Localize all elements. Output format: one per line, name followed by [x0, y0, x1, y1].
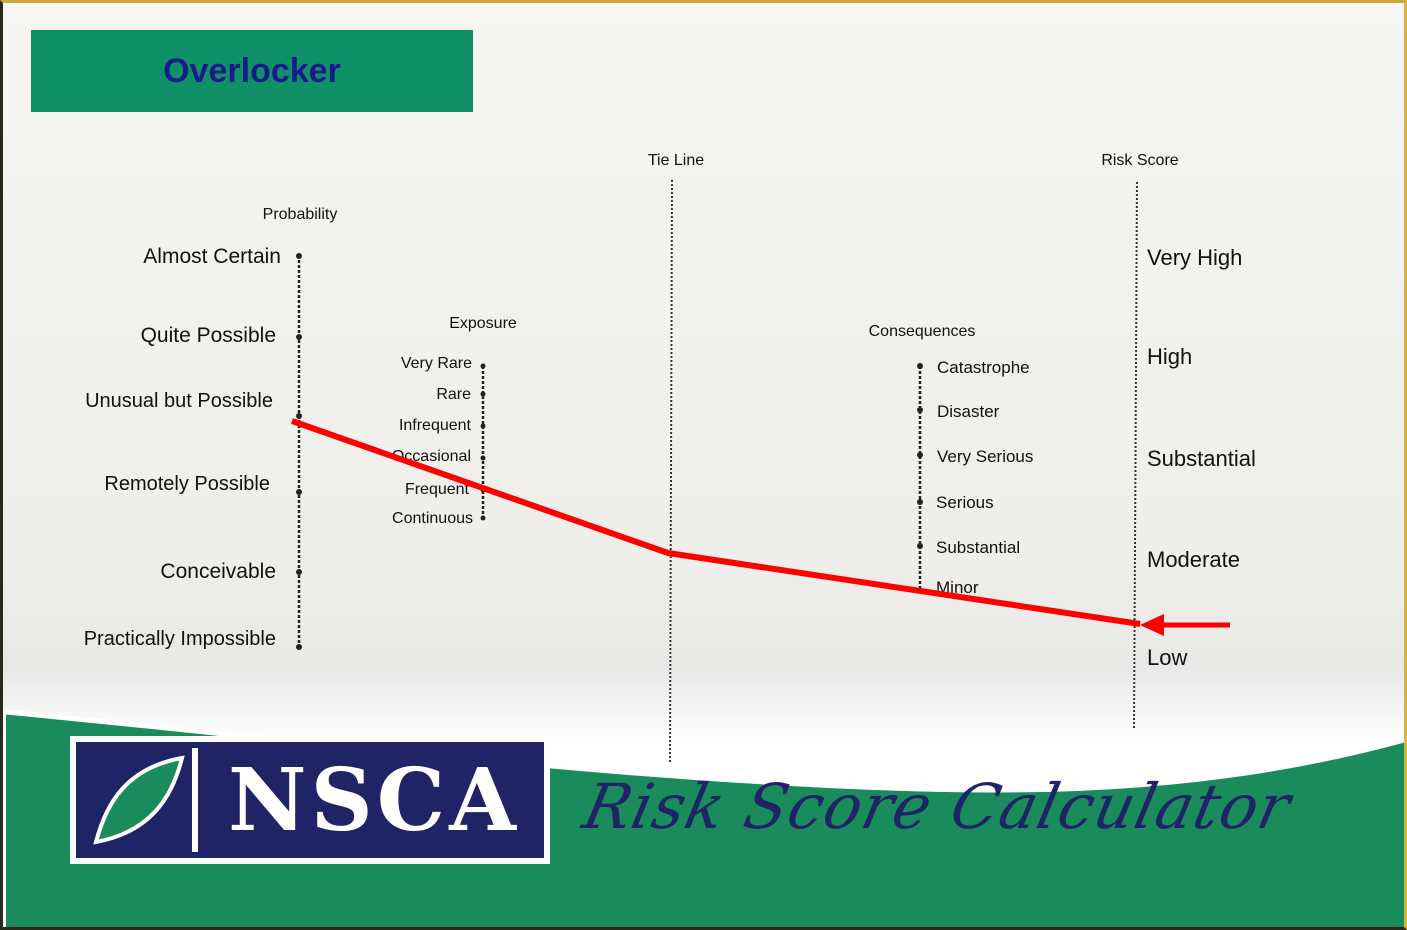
exposure-label: Continuous	[392, 510, 473, 527]
consequences-ticks	[917, 363, 923, 549]
consequences-label: Very Serious	[937, 447, 1033, 466]
probability-ticks	[296, 253, 302, 650]
exposure-label: Infrequent	[399, 417, 472, 434]
exposure-label: Very Rare	[401, 355, 472, 372]
probability-label: Conceivable	[160, 560, 276, 583]
consequences-heading: Consequences	[869, 323, 976, 340]
probability-label: Almost Certain	[143, 245, 281, 268]
page-title: Overlocker	[163, 51, 341, 90]
result-arrow	[1140, 614, 1230, 636]
logo-text: NSCA	[228, 749, 520, 851]
probability-label: Unusual but Possible	[85, 390, 273, 412]
tie-line-axis	[669, 179, 673, 763]
exposure-label: Rare	[436, 386, 471, 403]
title-banner: Overlocker	[31, 30, 473, 112]
risk-score-heading: Risk Score	[1101, 152, 1178, 169]
risk-score-label: Moderate	[1147, 547, 1240, 572]
risk-score-label: Low	[1147, 645, 1187, 670]
leaf-icon	[93, 755, 185, 845]
risk-score-axis	[1133, 181, 1138, 731]
probability-heading: Probability	[263, 206, 338, 223]
exposure-label: Frequent	[405, 481, 470, 498]
risk-score-label: Very High	[1147, 245, 1242, 270]
probability-label: Practically Impossible	[84, 628, 276, 650]
calculator-title: Risk Score Calculator	[577, 770, 1298, 843]
exposure-heading: Exposure	[449, 315, 517, 332]
consequences-label: Disaster	[937, 402, 1000, 421]
probability-label: Quite Possible	[141, 324, 276, 347]
consequences-label: Serious	[936, 493, 994, 512]
consequences-label: Substantial	[936, 538, 1020, 557]
risk-score-label: Substantial	[1147, 446, 1256, 471]
selection-line	[291, 418, 1141, 627]
consequences-label: Catastrophe	[937, 358, 1030, 377]
logo-leaf-panel	[82, 748, 198, 852]
tie-line-heading: Tie Line	[648, 152, 704, 169]
probability-label: Remotely Possible	[104, 473, 270, 495]
risk-score-label: High	[1147, 344, 1192, 369]
